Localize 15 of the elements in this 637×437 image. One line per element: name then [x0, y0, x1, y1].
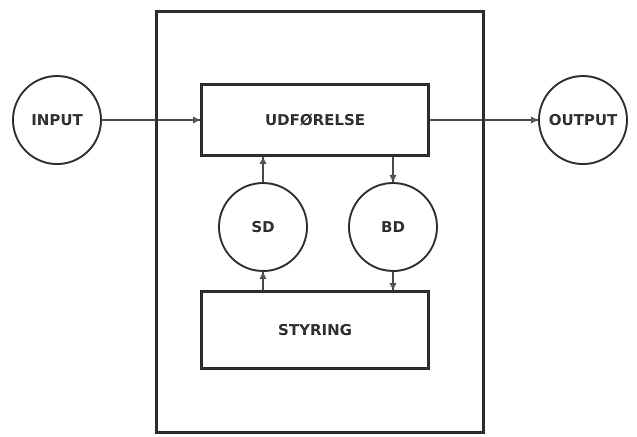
arrow	[260, 272, 266, 290]
node-label: OUTPUT	[548, 111, 618, 129]
arrow	[102, 116, 200, 124]
system-frame	[155, 10, 485, 434]
node-label: UDFØRELSE	[264, 111, 366, 129]
node-label: INPUT	[31, 111, 83, 129]
arrow	[430, 116, 538, 124]
arrow	[260, 157, 266, 182]
arrow	[390, 272, 396, 290]
process-box	[200, 83, 430, 157]
node-label: BD	[381, 218, 405, 236]
node-label: STYRING	[278, 321, 352, 339]
process-box	[200, 290, 430, 370]
node-label: SD	[251, 218, 275, 236]
arrow	[390, 157, 396, 182]
